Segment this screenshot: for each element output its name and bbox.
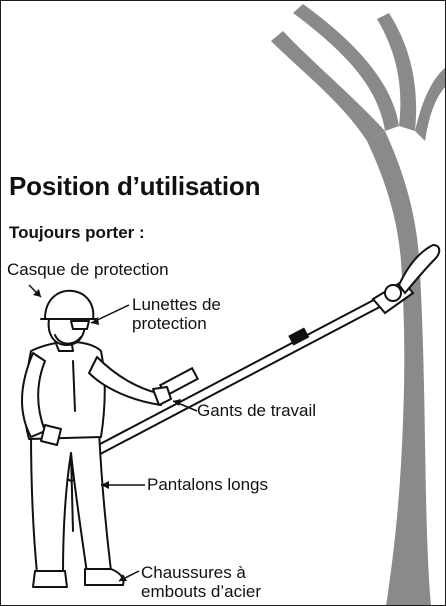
tree-branch-far-right [415, 66, 446, 141]
pole-shaft [83, 293, 391, 461]
label-gloves: Gants de travail [197, 401, 316, 420]
label-trousers: Pantalons longs [147, 475, 268, 494]
safety-glasses [71, 321, 89, 329]
label-glasses: Lunettes de protection [132, 295, 221, 333]
label-glasses-line2: protection [132, 314, 221, 333]
right-boot [85, 569, 124, 585]
label-boots: Chaussures à embouts d’acier [141, 563, 261, 601]
left-glove [41, 425, 61, 445]
tree-trunk [367, 131, 431, 606]
helmet [45, 291, 93, 319]
label-boots-line2: embouts d’acier [141, 582, 261, 601]
pole-saw [53, 245, 439, 481]
label-boots-line1: Chaussures à [141, 563, 261, 582]
tree [271, 4, 446, 606]
page-title: Position d’utilisation [9, 171, 260, 202]
label-glasses-line1: Lunettes de [132, 295, 221, 314]
operator-figure [22, 291, 171, 587]
left-boot [33, 571, 67, 587]
section-subtitle: Toujours porter : [9, 223, 145, 243]
saw-motor [385, 285, 401, 301]
label-helmet: Casque de protection [7, 260, 169, 279]
